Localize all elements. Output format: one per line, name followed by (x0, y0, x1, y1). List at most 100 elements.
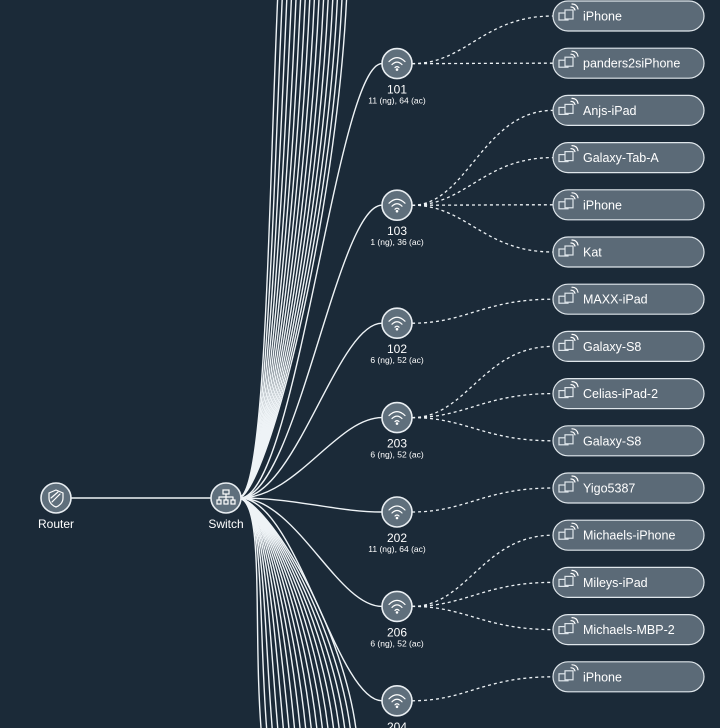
client-name: Anjs-iPad (583, 104, 637, 118)
wired-links (71, 0, 383, 728)
client-device[interactable]: Michaels-iPhone (552, 519, 705, 551)
client-name: Galaxy-Tab-A (583, 151, 659, 165)
wireless-device-icon (558, 616, 579, 635)
wireless-device-icon (558, 3, 579, 21)
client-name: Galaxy-S8 (583, 340, 641, 354)
access-point-channels: 6 (ng), 52 (ac) (370, 450, 424, 460)
router-label: Router (38, 517, 74, 531)
offscreen-link (237, 497, 335, 728)
wireless-device-icon (558, 381, 579, 399)
wireless-link (411, 605, 554, 631)
client-device[interactable]: panders2siPhone (552, 47, 705, 79)
wireless-device-icon (558, 522, 579, 540)
wifi-icon (388, 316, 406, 331)
access-point-channels: 1 (ng), 36 (ac) (370, 237, 424, 247)
wireless-link (411, 581, 554, 608)
wireless-links (411, 15, 554, 702)
wireless-device-icon (558, 428, 579, 446)
switch-ap-link (239, 497, 383, 608)
wireless-link (411, 676, 554, 702)
client-device[interactable]: Galaxy-S8 (552, 330, 705, 362)
wireless-device-icon (558, 192, 579, 210)
wireless-link (411, 204, 554, 253)
wireless-link (411, 156, 554, 206)
access-point-label: 202 (387, 531, 407, 545)
offscreen-link (237, 497, 357, 728)
wifi-icon (388, 411, 406, 425)
wifi-icon (388, 57, 406, 71)
switch-ap-link (239, 204, 383, 499)
client-device[interactable]: Michaels-MBP-2 (552, 613, 705, 646)
access-point-label: 101 (387, 83, 407, 97)
wireless-device-icon (558, 333, 579, 351)
client-name: panders2siPhone (583, 57, 680, 71)
wireless-link (411, 487, 554, 513)
wifi-icon (388, 198, 406, 213)
client-device[interactable]: Celias-iPad-2 (552, 378, 705, 410)
wireless-device-icon (558, 239, 579, 257)
client-device[interactable]: Anjs-iPad (552, 94, 705, 127)
switch-node[interactable]: Switch (208, 482, 244, 531)
client-name: Celias-iPad-2 (583, 387, 658, 401)
offscreen-link (237, 0, 348, 499)
client-device[interactable]: Mileys-iPad (552, 566, 705, 599)
switch-ap-link (239, 416, 383, 499)
client-name: Kat (583, 246, 602, 260)
access-point-node[interactable]: 2041 (ng), 36 (ac) (370, 684, 424, 728)
access-point-label: 102 (387, 342, 407, 356)
wireless-device-icon (558, 145, 579, 163)
client-name: Yigo5387 (583, 482, 635, 496)
access-point-label: 206 (387, 625, 407, 639)
wireless-device-icon (558, 97, 579, 116)
switch-ap-link (239, 497, 383, 702)
access-point-channels: 6 (ng), 52 (ac) (370, 355, 424, 365)
client-device[interactable]: Kat (552, 236, 705, 268)
wireless-link (411, 392, 554, 419)
wireless-link (411, 109, 554, 206)
wifi-icon (388, 599, 406, 614)
wifi-icon (388, 505, 406, 520)
client-name: Mileys-iPad (583, 576, 648, 590)
client-device[interactable]: Galaxy-Tab-A (552, 142, 705, 174)
wireless-device-icon (558, 664, 579, 682)
access-point-label: 203 (387, 437, 407, 451)
client-list: iPhone panders2siPhoneAnjs-iPadGalaxy-Tab… (552, 0, 705, 693)
client-device[interactable]: Yigo5387 (552, 472, 705, 504)
access-point-label: 103 (387, 224, 407, 238)
wireless-device-icon (558, 569, 579, 588)
client-name: MAXX-iPad (583, 293, 648, 307)
wireless-link (411, 416, 554, 442)
wireless-device-icon (558, 50, 579, 68)
client-name: iPhone (583, 10, 622, 24)
switch-ap-link (239, 322, 383, 499)
switch-ap-link (239, 497, 383, 513)
access-point-channels: 11 (ng), 64 (ac) (368, 544, 426, 554)
client-name: Galaxy-S8 (583, 434, 641, 448)
client-name: Michaels-iPhone (583, 529, 675, 543)
client-name: Michaels-MBP-2 (583, 623, 675, 637)
client-device[interactable]: MAXX-iPad (552, 283, 705, 315)
wireless-link (411, 345, 554, 419)
network-switch-icon (216, 489, 236, 505)
shield-icon (48, 489, 64, 508)
client-device[interactable]: iPhone (552, 0, 705, 32)
client-name: iPhone (583, 198, 622, 212)
wireless-device-icon (558, 286, 579, 304)
router-node[interactable]: Router (38, 482, 74, 531)
wireless-link (411, 298, 554, 324)
wireless-link (411, 534, 554, 608)
client-device[interactable]: Galaxy-S8 (552, 425, 705, 457)
switch-label: Switch (208, 517, 243, 531)
client-device[interactable]: iPhone (552, 661, 705, 693)
access-point-label: 204 (387, 720, 407, 728)
client-device[interactable]: iPhone (552, 189, 705, 221)
access-point-channels: 11 (ng), 64 (ac) (368, 96, 426, 106)
